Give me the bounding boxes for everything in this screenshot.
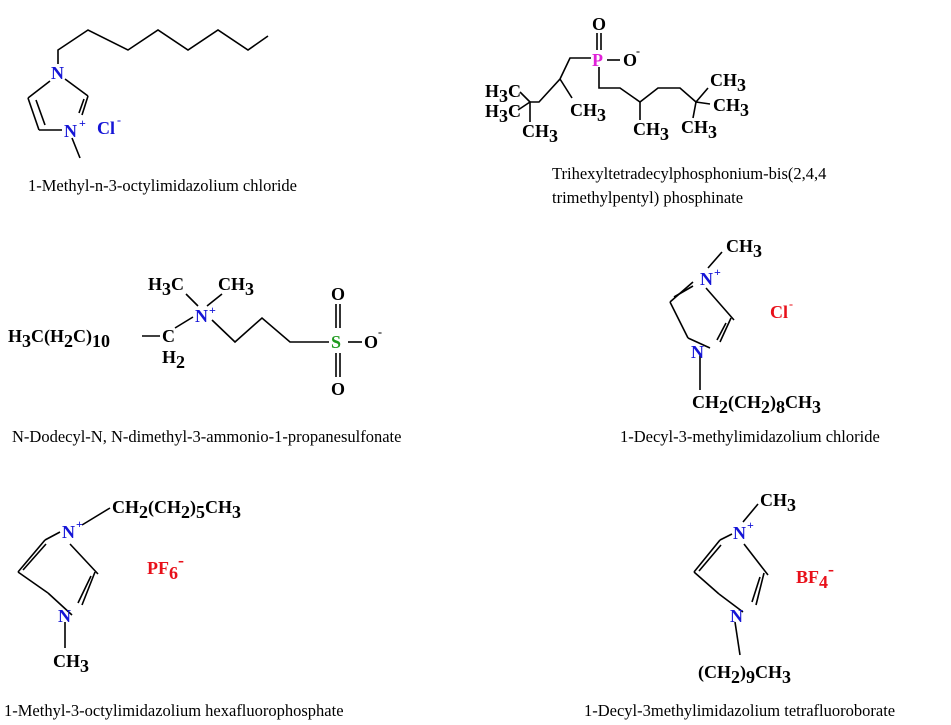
n-top-charge: + [747, 518, 754, 532]
atom-n-bottom: N [730, 606, 743, 626]
ring-methyl: CH3 [760, 490, 796, 515]
chloride-charge: - [117, 113, 121, 127]
o-right-charge: - [378, 325, 382, 339]
atom-n-top: N [733, 523, 746, 543]
atom-o-top: O [592, 14, 606, 34]
molecule-6-structure: CH3 N + N BF4- (CH2)9CH3 [693, 490, 834, 687]
atom-n-top: N [62, 522, 75, 542]
methyl-ch3-left-branch: CH3 [570, 100, 606, 125]
molecule-1-methyl-3-octylimidazolium-chloride: N N + Cl - 1-Methyl-n-3-octylimidazolium… [0, 0, 470, 200]
tetrafluoroborate-anion: BF4- [796, 559, 834, 592]
imidazolium-ring [17, 507, 111, 648]
decyl-chain-group: (CH2)9CH3 [698, 662, 791, 687]
ring-methyl: CH3 [53, 651, 89, 676]
methyl-ch3-right-top: CH3 [710, 70, 746, 95]
methyl-h3c-on-n: H3C [148, 274, 184, 299]
molecule-1-decyl-3-methylimidazolium-tetrafluoroborate: CH3 N + N BF4- (CH2)9CH3 1-Decyl-3methyl… [530, 470, 951, 725]
methyl-ch3-on-n: CH3 [218, 274, 254, 299]
atom-o-top: O [331, 284, 345, 304]
molecule-5-caption: 1-Methyl-3-octylimidazolium hexafluoroph… [4, 701, 344, 720]
ring-methyl: CH3 [726, 236, 762, 261]
molecule-6-caption: 1-Decyl-3methylimidazolium tetrafluorobo… [584, 701, 896, 720]
octyl-chain-group: CH2(CH2)5CH3 [112, 497, 241, 522]
molecule-2-structure: O P O - H3C H3C CH3 CH3 CH3 CH3 CH3 CH3 [485, 14, 749, 146]
n-charge: + [209, 303, 216, 317]
atom-o-right: O [623, 50, 637, 70]
octyl-chain [57, 29, 269, 64]
chloride-anion: Cl [97, 118, 115, 138]
molecule-5-structure: CH2(CH2)5CH3 N + N PF6- CH3 [17, 497, 241, 676]
imidazolium-ring [693, 503, 769, 656]
atom-o-bottom: O [331, 379, 345, 399]
chloride-anion: Cl [770, 302, 788, 322]
methyl-h3c-upper: H3C [485, 81, 521, 106]
imidazolium-ring [27, 78, 89, 159]
molecule-2-caption-line-2: trimethylpentyl) phosphinate [552, 188, 744, 207]
right-alkyl-chain [598, 67, 697, 103]
molecule-1-methyl-3-octylimidazolium-hexafluorophosphate: CH2(CH2)5CH3 N + N PF6- CH3 1-Methyl-3-o… [0, 470, 500, 725]
methylene-h2: H2 [162, 347, 185, 372]
molecule-n-dodecyl-sulfobetaine: H3C(H2C)10 C H2 N + H3C CH3 S O O - O N-… [0, 230, 560, 460]
molecule-3-caption: N-Dodecyl-N, N-dimethyl-3-ammonio-1-prop… [12, 427, 402, 446]
hexafluorophosphate-anion: PF6- [147, 550, 184, 583]
decyl-chain-group: CH2(CH2)8CH3 [692, 392, 821, 417]
n3-charge: + [79, 116, 86, 130]
molecule-1-decyl-3-methylimidazolium-chloride: CH3 N + N Cl - CH2(CH2)8CH3 1-Decyl-3-me… [560, 230, 951, 460]
molecule-phosphinate: O P O - H3C H3C CH3 CH3 CH3 CH3 CH3 CH3 … [470, 0, 951, 210]
methyl-ch3-right-mid: CH3 [713, 95, 749, 120]
atom-p: P [592, 50, 603, 70]
propyl-linker [211, 316, 329, 344]
methyl-ch3-right-branch: CH3 [633, 119, 669, 144]
o-right-charge: - [636, 44, 640, 58]
atom-n1: N [51, 63, 64, 83]
methyl-ch3-right-bottom: CH3 [681, 117, 717, 142]
atom-n-top: N [700, 269, 713, 289]
atom-s: S [331, 332, 341, 352]
atom-n-bottom: N [691, 342, 704, 362]
molecule-3-structure: H3C(H2C)10 C H2 N + H3C CH3 S O O - O [8, 274, 382, 399]
methyl-ch3-left-bottom: CH3 [522, 121, 558, 146]
chloride-charge: - [789, 297, 793, 311]
molecule-4-structure: CH3 N + N Cl - CH2(CH2)8CH3 [669, 236, 821, 417]
molecule-1-structure: N N + Cl - [27, 29, 269, 159]
atom-n-bottom: N [58, 606, 71, 626]
n-top-charge: + [76, 517, 83, 531]
dodecyl-chain-group: H3C(H2C)10 [8, 326, 110, 351]
atom-n3: N [64, 121, 77, 141]
atom-c-methylene: C [162, 326, 175, 346]
methyl-h3c-lower: H3C [485, 101, 521, 126]
atom-o-right: O [364, 332, 378, 352]
atom-n-quaternary: N [195, 306, 208, 326]
molecule-4-caption: 1-Decyl-3-methylimidazolium chloride [620, 427, 880, 446]
n-top-charge: + [714, 265, 721, 279]
molecule-1-caption: 1-Methyl-n-3-octylimidazolium chloride [28, 176, 297, 195]
molecule-2-caption-line-1: Trihexyltetradecylphosphonium-bis(2,4,4 [552, 164, 827, 183]
imidazolium-ring [669, 251, 735, 390]
